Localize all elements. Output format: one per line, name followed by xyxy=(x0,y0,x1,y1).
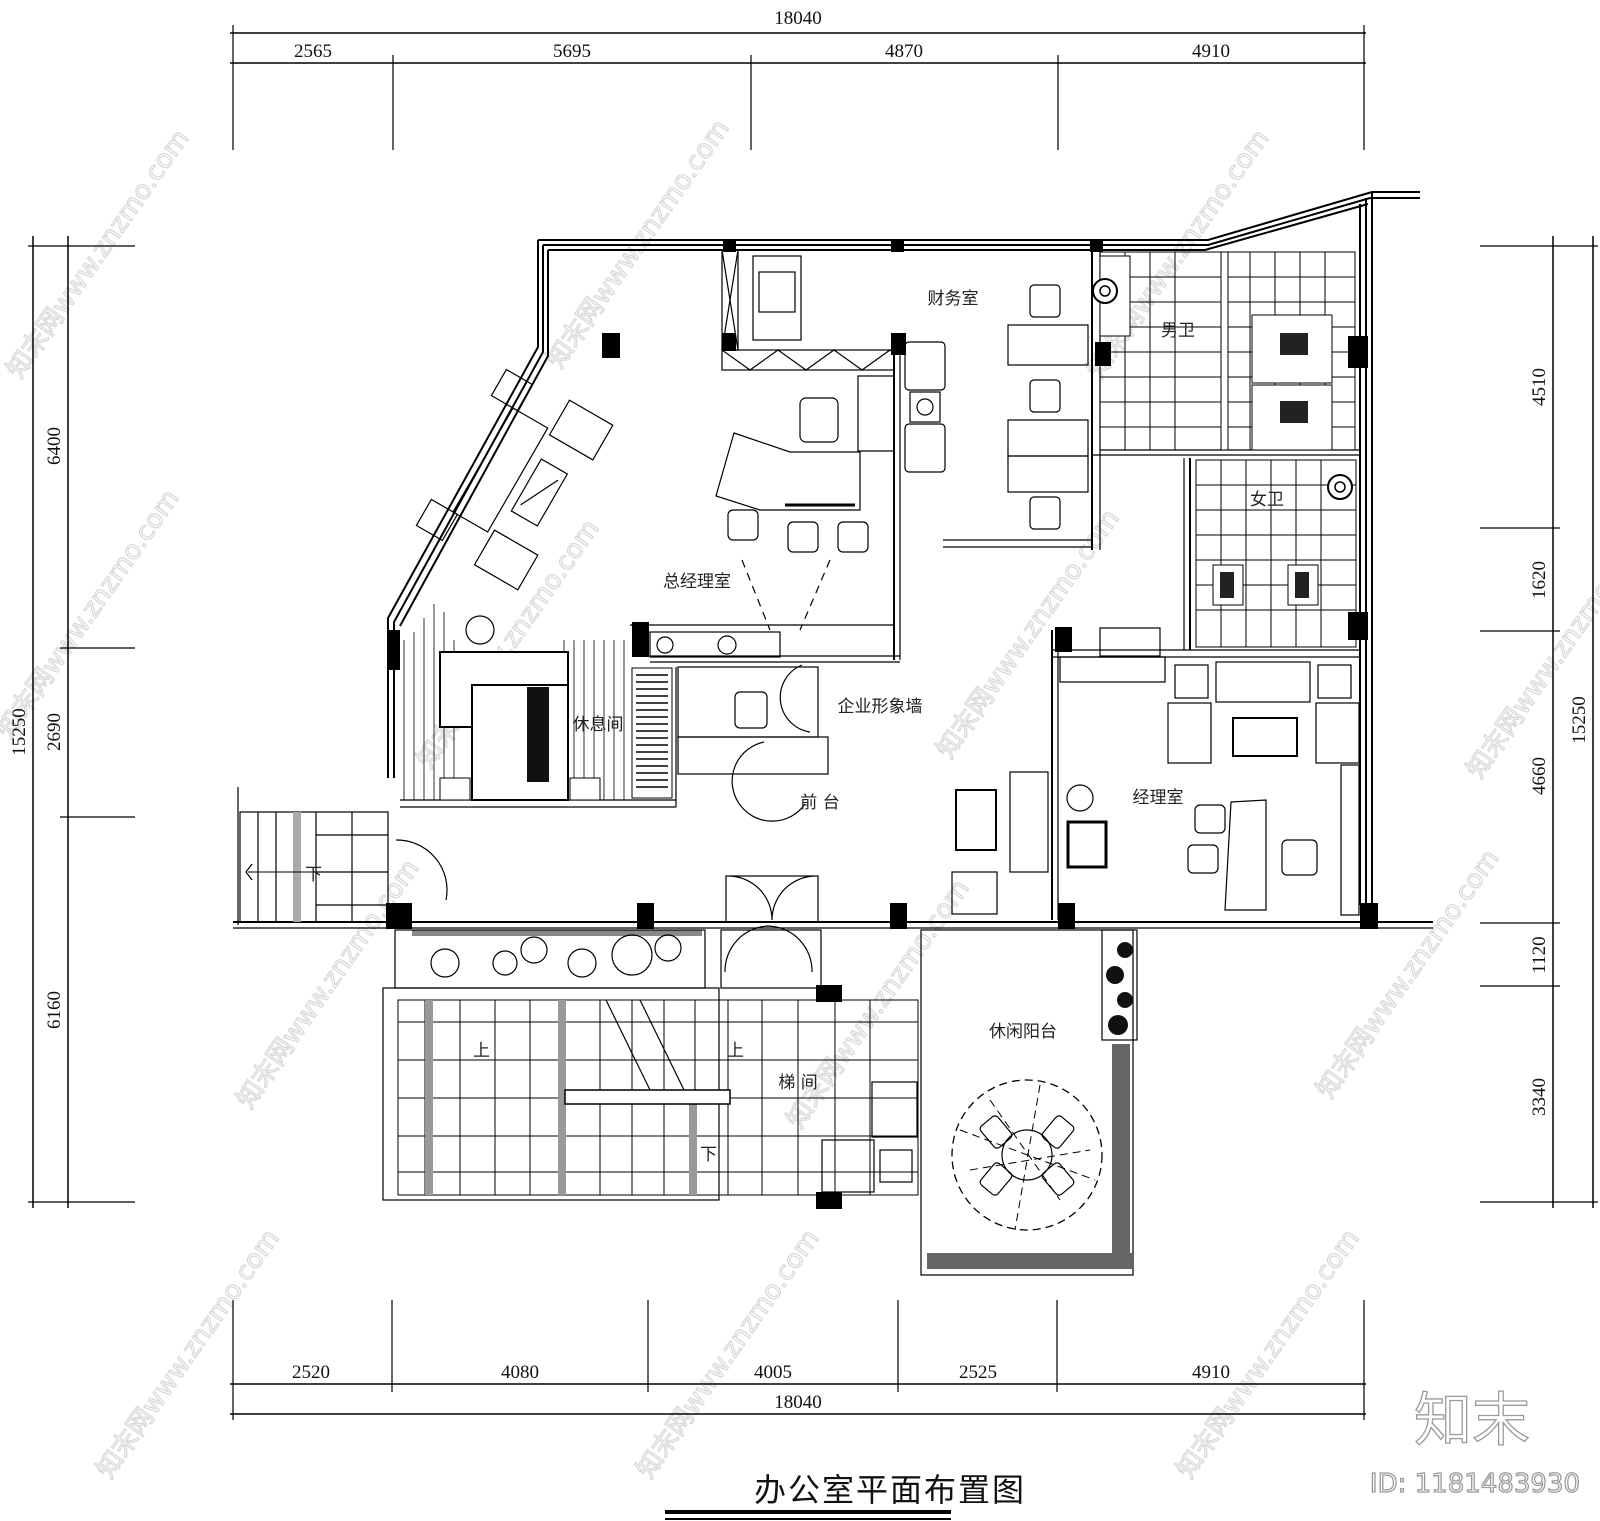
watermark: 知末网www.znzmo.com xyxy=(91,1224,285,1484)
dim-bottom-total: 18040 xyxy=(774,1392,822,1413)
stair-up-mark: 上 xyxy=(727,1041,744,1061)
drawing-title: 办公室平面布置图 xyxy=(754,1471,1026,1509)
stair-up-mark: 上 xyxy=(473,1041,490,1061)
dim-top-seg: 4870 xyxy=(885,41,923,62)
watermark: 知末网www.znzmo.com xyxy=(1311,844,1505,1104)
entrance-door xyxy=(725,875,819,923)
dim-bottom-seg: 2525 xyxy=(959,1362,997,1383)
dim-top-total: 18040 xyxy=(774,8,822,29)
dim-left-total: 15250 xyxy=(9,708,30,756)
stair-down-mark: 下 xyxy=(305,865,322,885)
lounge-furniture xyxy=(403,604,673,801)
dim-bottom-seg: 4080 xyxy=(501,1362,539,1383)
brand-id: ID: 1181483930 xyxy=(1370,1469,1580,1499)
label-image-wall: 企业形象墙 xyxy=(838,697,923,717)
dim-right-total: 15250 xyxy=(1569,696,1590,744)
reception-furniture xyxy=(677,664,829,822)
room-labels: 财务室 男卫 女卫 总经理室 休息间 企业形象墙 前 台 经理室 梯 间 休闲阳… xyxy=(305,289,1284,1165)
womens-toilet xyxy=(1195,459,1357,648)
label-mens-toilet: 男卫 xyxy=(1161,321,1195,341)
balcony xyxy=(920,929,1138,1276)
mens-toilet xyxy=(1092,251,1356,451)
watermark: 知末网www.znzmo.com xyxy=(781,874,975,1134)
dimension-bottom: 2520 4080 4005 2525 4910 18040 xyxy=(230,1300,1366,1420)
label-balcony: 休闲阳台 xyxy=(989,1022,1057,1042)
dim-right-seg: 4660 xyxy=(1529,757,1550,795)
drawing-title-block: 办公室平面布置图 xyxy=(665,1471,1026,1520)
dimension-top: 18040 2565 5695 4870 4910 xyxy=(230,8,1366,150)
watermark: 知末网www.znzmo.com xyxy=(1171,1224,1365,1484)
watermark: 知末网www.znzmo.com xyxy=(631,1224,825,1484)
dim-bottom-seg: 2520 xyxy=(292,1362,330,1383)
dim-top-seg: 4910 xyxy=(1192,41,1230,62)
label-womens-toilet: 女卫 xyxy=(1250,490,1284,510)
dim-top-seg: 5695 xyxy=(553,41,591,62)
dim-right-seg: 1120 xyxy=(1529,936,1550,973)
dim-top-seg: 2565 xyxy=(294,41,332,62)
label-finance-room: 财务室 xyxy=(928,289,979,309)
dimension-right: 4510 1620 4660 1120 3340 15250 xyxy=(1480,236,1598,1208)
manager-office-furniture xyxy=(951,627,1360,916)
dim-right-seg: 3340 xyxy=(1529,1078,1550,1116)
watermark: 知末网www.znzmo.com xyxy=(0,484,186,744)
dim-right-seg: 1620 xyxy=(1529,561,1550,599)
brand-logo: 知末 xyxy=(1414,1386,1530,1454)
dim-left-seg: 6160 xyxy=(44,991,65,1029)
outer-walls xyxy=(233,191,1433,1209)
finance-room-furniture xyxy=(752,255,1089,530)
dim-left-seg: 6400 xyxy=(44,427,65,465)
dim-bottom-seg: 4910 xyxy=(1192,1362,1230,1383)
dim-right-seg: 4510 xyxy=(1529,368,1550,406)
label-lounge: 休息间 xyxy=(573,715,624,735)
gm-office-furniture xyxy=(415,368,895,658)
watermark: 知末网www.znzmo.com xyxy=(931,504,1125,764)
stairwell xyxy=(382,925,919,1201)
stair-down-mark: 下 xyxy=(700,1145,717,1165)
brand-mark: 知末 ID: 1181483930 xyxy=(1369,1385,1580,1499)
dimension-left: 6400 2690 6160 15250 xyxy=(9,236,135,1208)
interior-walls xyxy=(400,249,1360,920)
dim-left-seg: 2690 xyxy=(44,713,65,751)
watermark: 知末网www.znzmo.com xyxy=(231,854,425,1114)
side-stair xyxy=(237,787,448,925)
label-gm-office: 总经理室 xyxy=(663,572,731,592)
watermark: 知末网www.znzmo.com xyxy=(1,124,195,384)
label-manager-office: 经理室 xyxy=(1133,788,1184,808)
label-reception: 前 台 xyxy=(800,793,839,813)
dim-bottom-seg: 4005 xyxy=(754,1362,792,1383)
label-stairwell: 梯 间 xyxy=(778,1073,817,1093)
